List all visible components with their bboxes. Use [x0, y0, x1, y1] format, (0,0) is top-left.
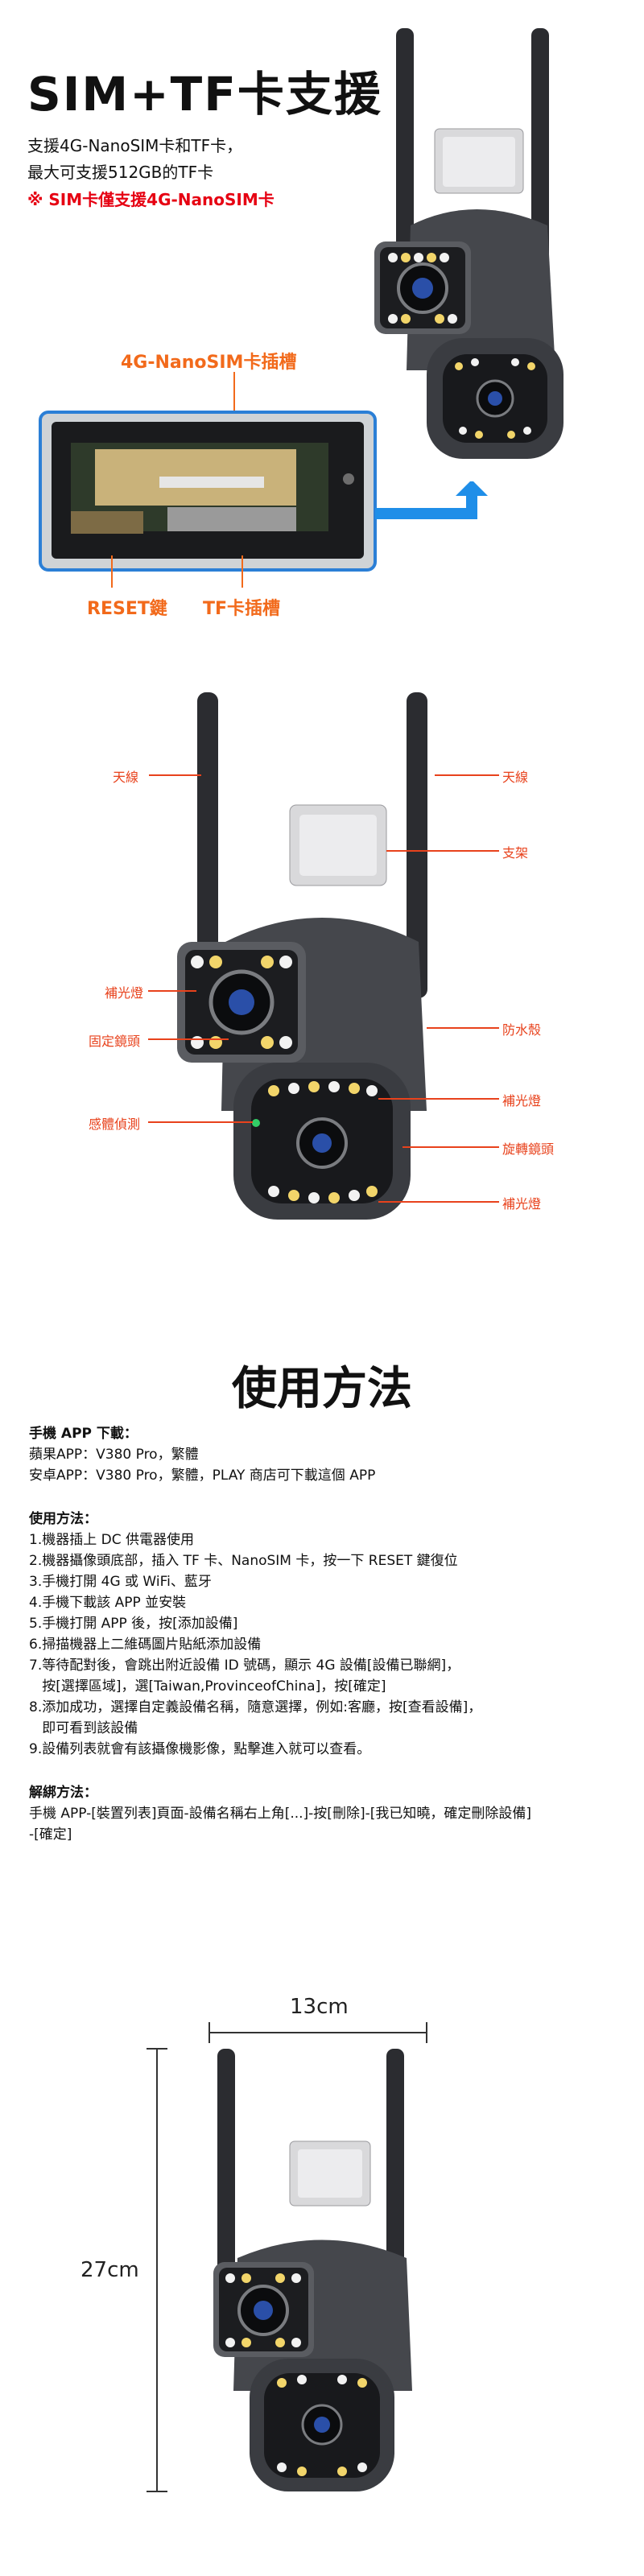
step-4: 4.手機下載該 APP 並安裝: [29, 1595, 187, 1611]
step-1: 1.機器插上 DC 供電器使用: [29, 1532, 194, 1548]
leader-antenna-right: [435, 774, 499, 776]
leader-rotating-lens: [402, 1146, 499, 1148]
callout-sim-leader: [233, 372, 235, 428]
camera-image-parts: [177, 692, 427, 1220]
step-3: 3.手機打開 4G 或 WiFi、藍牙: [29, 1574, 212, 1590]
callout-reset-button: RESET鍵: [87, 599, 167, 619]
step-6: 6.掃描機器上二維碼圖片貼紙添加設備: [29, 1637, 262, 1653]
unbind-line-2: -[確定]: [29, 1827, 72, 1843]
dim-height-label: 27cm: [80, 2258, 139, 2282]
step-7-cont: 按[選擇區域]，選[Taiwan,ProvinceofChina]，按[確定]: [29, 1678, 386, 1695]
step-5: 5.手機打開 APP 後，按[添加設備]: [29, 1616, 238, 1632]
step-8-cont: 即可看到該設備: [29, 1720, 138, 1736]
callout-tf-slot: TF卡插槽: [203, 599, 281, 619]
label-antenna-left: 天線: [113, 770, 139, 785]
leader-fill-light-3: [378, 1201, 499, 1203]
sim-note: ※ SIM卡僅支援4G-NanoSIM卡: [27, 190, 275, 209]
label-fill-light-1: 補光燈: [105, 985, 144, 1001]
label-waterproof: 防水殼: [502, 1022, 542, 1038]
unbind-header: 解綁方法：: [29, 1785, 97, 1801]
leader-antenna-left: [149, 774, 201, 776]
callout-tf-leader: [242, 555, 243, 588]
label-bracket: 支架: [502, 845, 529, 861]
unbind-line-1: 手機 APP-[裝置列表]頁面-設備名稱右上角[...]-按[刪除]-[我已知曉…: [29, 1806, 531, 1822]
usage-heading: 使用方法: [232, 1363, 412, 1415]
callout-sim-slot: 4G-NanoSIM卡插槽: [121, 353, 297, 373]
leader-fill-light-1: [148, 990, 196, 992]
label-rotating-lens: 旋轉鏡頭: [502, 1141, 555, 1157]
sim-title: SIM+TF卡支援: [27, 67, 382, 122]
label-sensor: 感體偵測: [89, 1117, 141, 1132]
label-fill-light-3: 補光燈: [502, 1196, 542, 1212]
sim-line-1: 支援4G-NanoSIM卡和TF卡，: [27, 136, 243, 155]
apple-app: 蘋果APP：V380 Pro，繁體: [29, 1447, 199, 1463]
step-8: 8.添加成功，選擇自定義設備名稱，隨意選擇，例如:客廳，按[查看設備]，: [29, 1699, 482, 1715]
dim-width-label: 13cm: [290, 1995, 349, 2019]
camera-image-top: [374, 28, 564, 459]
leader-fixed-lens: [148, 1038, 229, 1040]
step-2: 2.機器攝像頭底部，插入 TF 卡、NanoSIM 卡，按一下 RESET 鍵復…: [29, 1553, 458, 1569]
dim-width-line: [208, 2022, 427, 2043]
label-fill-light-2: 補光燈: [502, 1093, 542, 1108]
leader-sensor: [148, 1121, 253, 1123]
label-fixed-lens: 固定鏡頭: [89, 1034, 141, 1049]
android-app: 安卓APP：V380 Pro，繁體，PLAY 商店可下載這個 APP: [29, 1468, 376, 1484]
callout-reset-leader: [111, 555, 113, 588]
camera-image-dimensions: [213, 2049, 412, 2491]
label-antenna-right: 天線: [502, 770, 529, 785]
step-7: 7.等待配對後，會跳出附近設備 ID 號碼，顯示 4G 設備[設備已聯網]，: [29, 1657, 460, 1674]
sim-line-2: 最大可支援512GB的TF卡: [27, 163, 214, 182]
method-header: 使用方法：: [29, 1511, 97, 1527]
leader-bracket: [386, 850, 499, 852]
step-9: 9.設備列表就會有該攝像機影像，點擊進入就可以查看。: [29, 1741, 371, 1757]
dim-height-line: [147, 2048, 167, 2492]
app-download-header: 手機 APP 下載：: [29, 1426, 138, 1442]
sim-slot-closeup: [39, 411, 377, 572]
blue-arrow: [375, 481, 488, 519]
leader-waterproof: [427, 1027, 499, 1029]
leader-fill-light-2: [378, 1098, 499, 1100]
